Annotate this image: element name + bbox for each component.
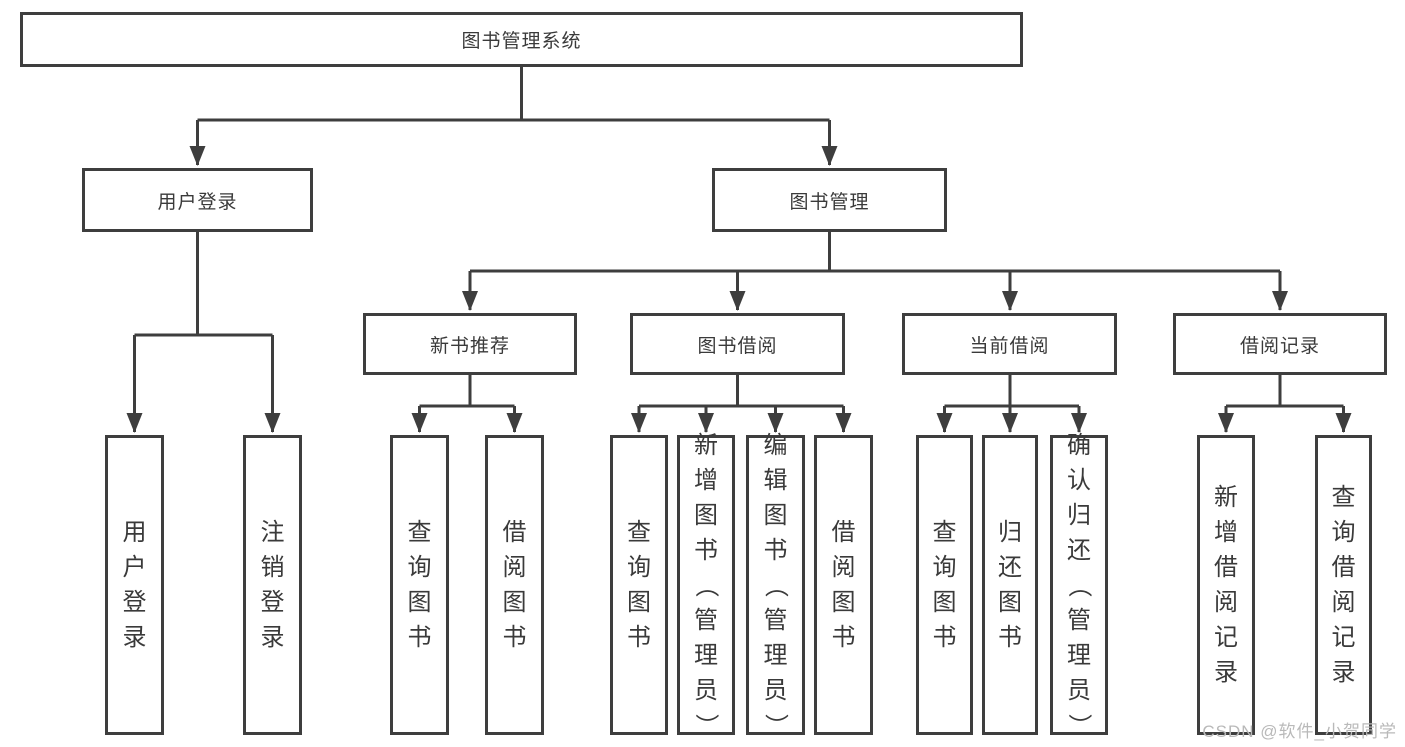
node-logout-login: 注销登录 [243, 435, 302, 735]
node-borrowing-records: 借阅记录 [1173, 313, 1387, 375]
node-new-book-recommendation: 新书推荐 [363, 313, 577, 375]
node-borrow-books: 借阅图书 [814, 435, 873, 735]
node-query-books: 查询图书 [916, 435, 973, 735]
connector-current-borrow-rail [944, 375, 1079, 408]
connector-user-login-rail [134, 232, 273, 337]
node-add-book-admin: 新增图书（管理员） [677, 432, 735, 737]
node-edit-book-admin: 编辑图书（管理员） [746, 432, 805, 737]
node-book-borrowing: 图书借阅 [630, 313, 845, 375]
connector-new-book-rail [419, 375, 515, 408]
connector-book-borrow-rail [639, 375, 844, 408]
csdn-watermark: CSDN @软件_小贺同学 [1202, 722, 1397, 741]
node-borrow-books: 借阅图书 [485, 435, 544, 735]
node-book-management: 图书管理 [712, 168, 947, 232]
node-query-books: 查询图书 [390, 435, 449, 735]
connector-root-rail [197, 67, 830, 122]
connector-borrow-records-rail [1226, 375, 1344, 408]
node-current-borrowing: 当前借阅 [902, 313, 1117, 375]
node-add-borrow-record: 新增借阅记录 [1197, 435, 1255, 735]
node-user-login: 用户登录 [82, 168, 313, 232]
node-query-borrow-record: 查询借阅记录 [1315, 435, 1372, 735]
node-return-books: 归还图书 [982, 435, 1038, 735]
node-library-management-system: 图书管理系统 [20, 12, 1023, 67]
node-user-login-leaf: 用户登录 [105, 435, 164, 735]
node-query-books: 查询图书 [610, 435, 668, 735]
connector-book-management-rail [470, 232, 1280, 273]
node-confirm-return-admin: 确认归还（管理员） [1050, 432, 1108, 737]
